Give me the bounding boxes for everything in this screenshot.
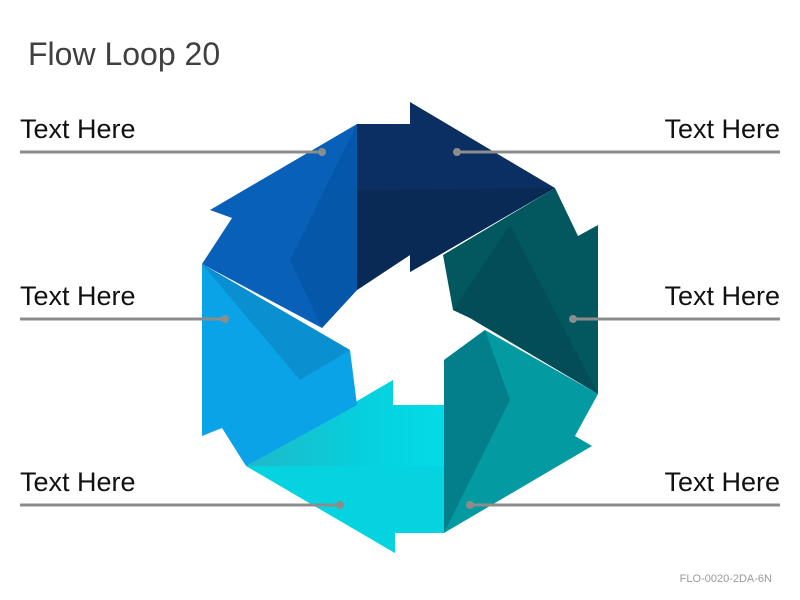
segment-right xyxy=(443,188,598,394)
connector-dot xyxy=(453,148,461,156)
connector-dot xyxy=(569,315,577,323)
slide-code: FLO-0020-2DA-6N xyxy=(679,573,772,585)
connector-dot xyxy=(466,501,474,509)
segment-top-right xyxy=(357,102,555,290)
label-top-right: Text Here xyxy=(664,114,780,144)
segment-left xyxy=(202,264,357,466)
connector-dot xyxy=(318,148,326,156)
slide-title: Flow Loop 20 xyxy=(28,36,221,72)
segment-bottom xyxy=(246,380,444,553)
segment-top-left xyxy=(202,124,357,328)
connectors xyxy=(20,150,780,507)
segment-bottom-right xyxy=(444,330,598,533)
connector-dot xyxy=(221,315,229,323)
label-mid-left: Text Here xyxy=(20,281,136,311)
label-mid-right: Text Here xyxy=(664,281,780,311)
connector-dots xyxy=(221,148,577,509)
label-top-left: Text Here xyxy=(20,114,136,144)
label-bottom-right: Text Here xyxy=(664,467,780,497)
label-bottom-left: Text Here xyxy=(20,467,136,497)
connector-dot xyxy=(336,501,344,509)
